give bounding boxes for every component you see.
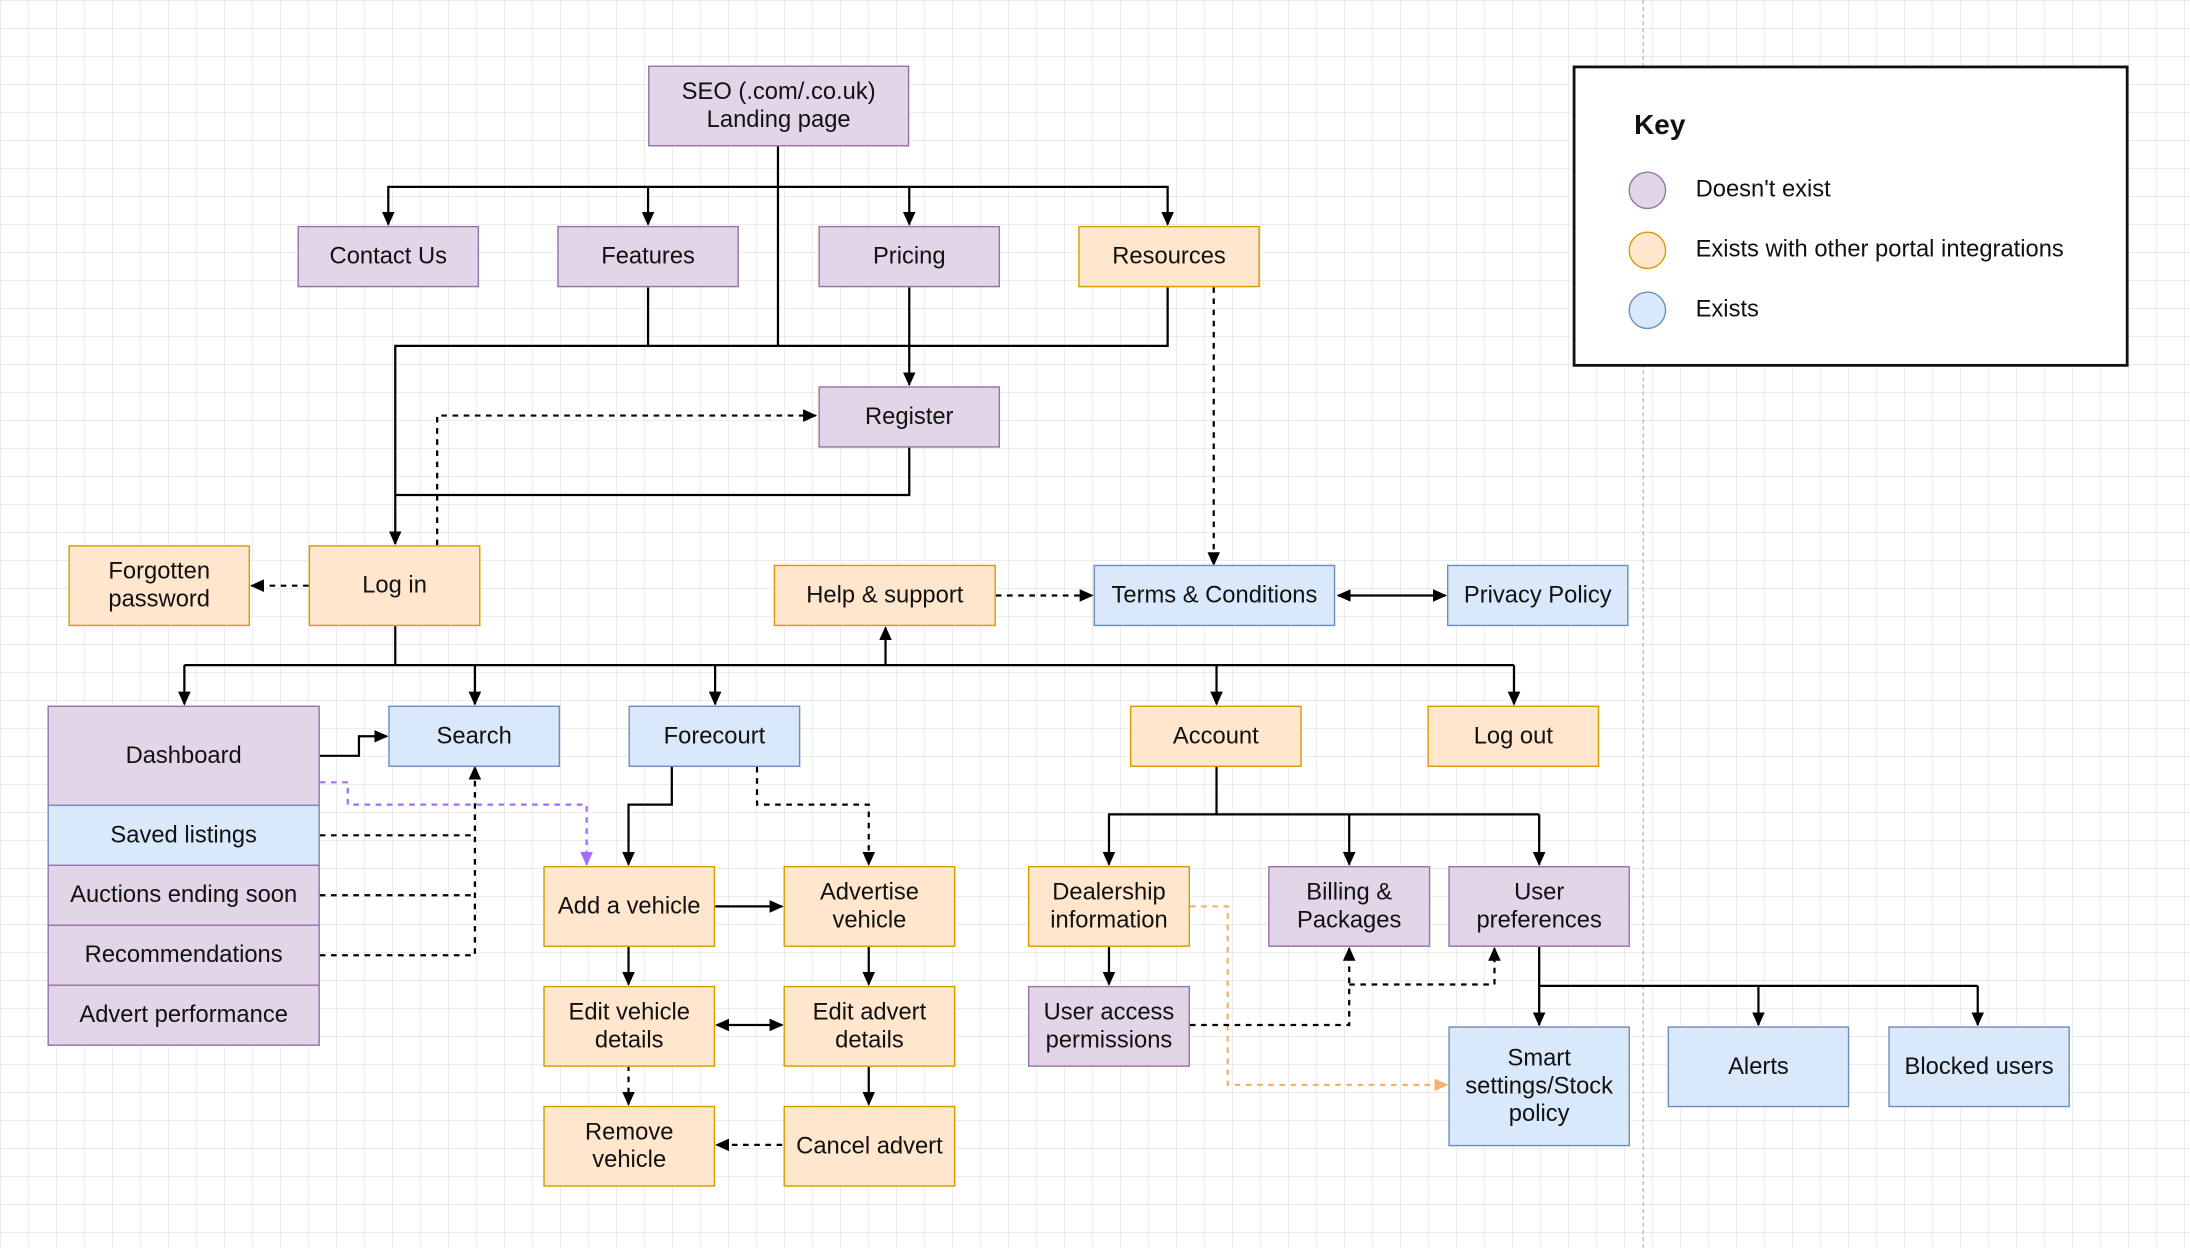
edge-register-login	[395, 446, 911, 497]
node-seo-landing-page[interactable]: SEO (.com/.co.uk) Landing page	[648, 65, 910, 147]
node-cancel-advert[interactable]: Cancel advert	[783, 1105, 956, 1187]
legend-label: Doesn't exist	[1695, 175, 1831, 203]
node-privacy-policy[interactable]: Privacy Policy	[1446, 564, 1629, 627]
edge-dealership-smart	[1189, 905, 1449, 1092]
edge-dashboard-search	[319, 730, 389, 757]
node-edit-vehicle-details[interactable]: Edit vehicle details	[543, 985, 716, 1067]
node-register[interactable]: Register	[818, 386, 1001, 448]
edge-recommendations-search	[319, 765, 482, 957]
edge-seo-contact	[381, 146, 780, 226]
node-dealership-information[interactable]: Dealership information	[1027, 865, 1190, 947]
legend-title: Key	[1634, 110, 1686, 141]
node-help-support[interactable]: Help & support	[773, 564, 996, 627]
node-smart-settings-stock-policy[interactable]: Smart settings/Stock policy	[1448, 1026, 1630, 1147]
node-pricing[interactable]: Pricing	[818, 225, 1001, 288]
edge-access-prefs	[1349, 946, 1501, 986]
legend-item-exists-other-portal: Exists with other portal integrations	[1628, 229, 2064, 271]
node-billing-packages[interactable]: Billing & Packages	[1268, 865, 1431, 947]
node-forecourt[interactable]: Forecourt	[628, 705, 801, 767]
node-terms-conditions[interactable]: Terms & Conditions	[1093, 564, 1336, 627]
node-account[interactable]: Account	[1129, 705, 1302, 767]
node-blocked-users[interactable]: Blocked users	[1888, 1026, 2070, 1108]
edge-access-billing	[1189, 946, 1356, 1027]
node-search[interactable]: Search	[388, 705, 561, 767]
edge-account-dealership	[1102, 813, 1217, 866]
node-resources[interactable]: Resources	[1078, 225, 1260, 288]
node-alerts[interactable]: Alerts	[1667, 1026, 1850, 1108]
node-recommendations[interactable]: Recommendations	[47, 924, 320, 986]
node-auctions-ending-soon[interactable]: Auctions ending soon	[47, 864, 320, 926]
purple-circle-icon	[1628, 170, 1667, 209]
edge-forecourt-add	[622, 766, 673, 866]
node-advertise-vehicle[interactable]: Advertise vehicle	[783, 865, 956, 947]
node-saved-listings[interactable]: Saved listings	[47, 804, 320, 866]
edge-forecourt-advertise	[755, 766, 876, 866]
blue-circle-icon	[1628, 290, 1667, 329]
legend-label: Exists with other portal integrations	[1695, 235, 2064, 263]
edge-resources-login	[388, 287, 1169, 546]
orange-circle-icon	[1628, 230, 1667, 269]
page-divider	[1642, 0, 1644, 1248]
edge-login-register	[436, 409, 818, 546]
node-dashboard[interactable]: Dashboard	[47, 705, 320, 807]
node-advert-performance[interactable]: Advert performance	[47, 984, 320, 1046]
legend-item-doesnt-exist: Doesn't exist	[1628, 169, 1831, 211]
node-user-access-permissions[interactable]: User access permissions	[1027, 985, 1190, 1067]
node-contact-us[interactable]: Contact Us	[297, 225, 480, 288]
edge-account-bus	[1215, 766, 1540, 816]
edge-dashboard-add-vehicle	[319, 781, 593, 866]
edge-prefs-bus	[1538, 946, 1978, 988]
node-features[interactable]: Features	[557, 225, 739, 288]
legend-label: Exists	[1695, 295, 1759, 323]
node-forgotten-password[interactable]: Forgotten password	[68, 545, 251, 627]
node-remove-vehicle[interactable]: Remove vehicle	[543, 1105, 716, 1187]
legend-item-exists: Exists	[1628, 289, 1759, 331]
legend-key: Key Doesn't exist Exists with other port…	[1572, 65, 2129, 367]
node-log-out[interactable]: Log out	[1427, 705, 1600, 767]
node-add-vehicle[interactable]: Add a vehicle	[543, 865, 716, 947]
node-edit-advert-details[interactable]: Edit advert details	[783, 985, 956, 1067]
node-user-preferences[interactable]: User preferences	[1448, 865, 1630, 947]
node-log-in[interactable]: Log in	[308, 545, 481, 627]
edge-seo-resources	[777, 185, 1174, 226]
